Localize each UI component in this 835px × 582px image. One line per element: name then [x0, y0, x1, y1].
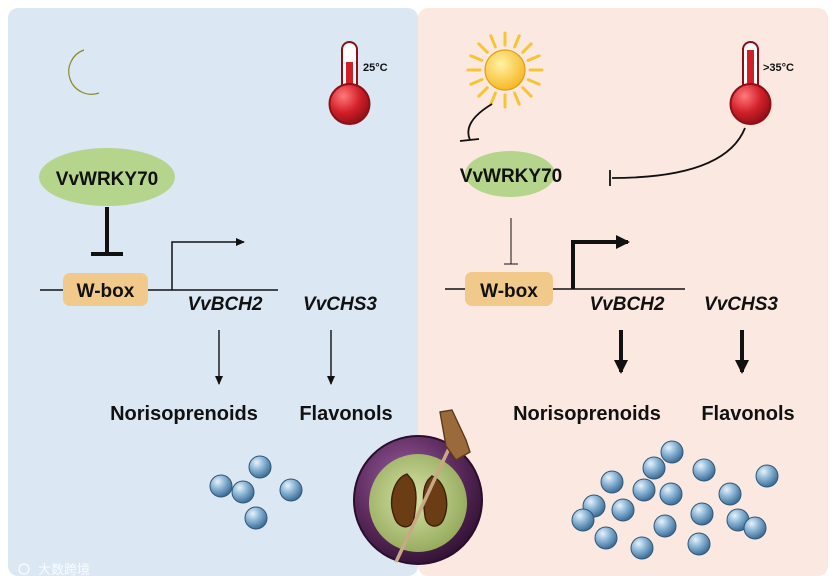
- wrky70-label: VvWRKY70: [56, 169, 158, 190]
- wrky70-protein: [39, 148, 175, 206]
- sun-ray: [477, 42, 489, 54]
- temperature-label: >35°C: [763, 62, 794, 74]
- light-inhibition-line: [467, 103, 493, 141]
- watermark-icon: [18, 563, 30, 575]
- product-norisoprenoids: Norisoprenoids: [110, 403, 258, 425]
- w-box: [63, 273, 148, 306]
- transcription-arrow: [571, 235, 630, 289]
- thermometer-icon: [328, 41, 371, 125]
- heat-inhibition-line: [611, 127, 746, 179]
- sun-ray: [469, 78, 484, 86]
- sun-ray: [469, 54, 484, 62]
- gene-vvchs3: VvCHS3: [704, 294, 778, 315]
- sun-ray: [477, 86, 489, 98]
- w-box-label: W-box: [480, 281, 538, 302]
- sun-ray: [521, 42, 533, 54]
- wrky70-protein: [465, 151, 555, 197]
- sun-ray: [526, 54, 541, 62]
- grape-berry-icon: [353, 409, 483, 565]
- product-norisoprenoids: Norisoprenoids: [513, 403, 661, 425]
- metabolite-beads-high: [571, 440, 779, 560]
- watermark-text: 大数跨境: [38, 563, 90, 578]
- transcription-arrow: [171, 238, 245, 290]
- gene-vvchs3: VvCHS3: [303, 294, 377, 315]
- product-flavonols: Flavonols: [701, 403, 794, 425]
- light-inhibition-bar: [459, 138, 480, 142]
- temperature-label: 25°C: [363, 62, 388, 74]
- sun-ray: [521, 86, 533, 98]
- metabolite-beads-low: [209, 455, 303, 530]
- thermometer-icon: [729, 41, 772, 125]
- sun-ray: [513, 34, 521, 49]
- sun-ray: [526, 78, 541, 86]
- sun-ray: [489, 91, 497, 106]
- product-flavonols: Flavonols: [299, 403, 392, 425]
- right-panel: [418, 8, 828, 576]
- sun-ray: [513, 91, 521, 106]
- moon-icon: [68, 49, 100, 95]
- sun-ray: [489, 34, 497, 49]
- gene-vvbch2: VvBCH2: [188, 294, 263, 315]
- sun-icon: [466, 31, 544, 109]
- gene-vvbch2: VvBCH2: [590, 294, 665, 315]
- w-box-label: W-box: [77, 281, 135, 302]
- w-box: [465, 272, 553, 306]
- wrky70-label: VvWRKY70: [460, 166, 562, 187]
